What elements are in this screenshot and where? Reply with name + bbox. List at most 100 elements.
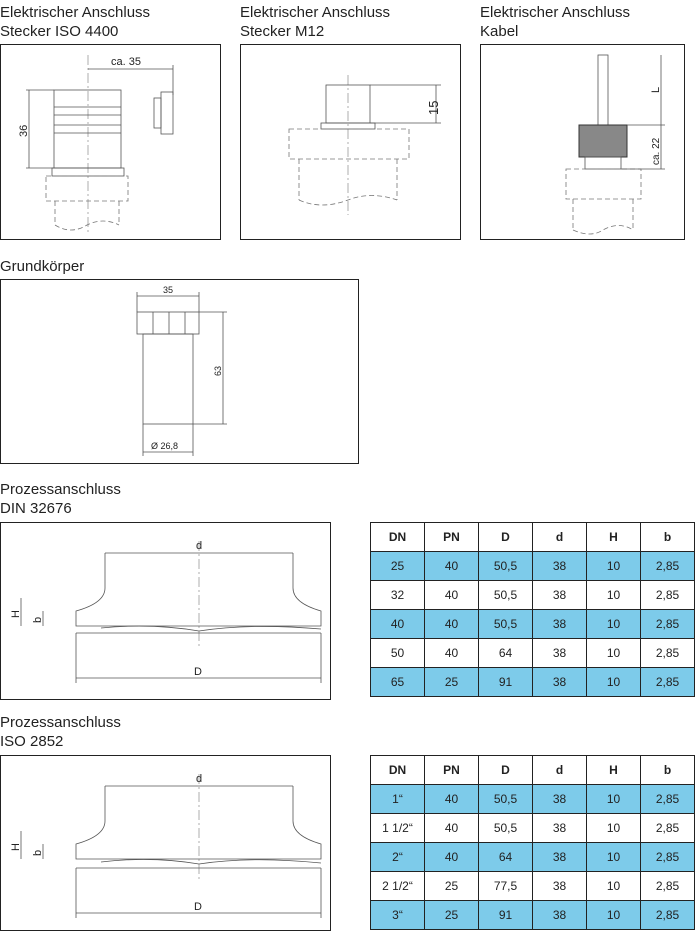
drawing-body: 35 63 Ø 26,8: [0, 279, 359, 464]
dim-diameter-label: Ø 26,8: [151, 441, 178, 451]
table-cell: 64: [478, 638, 533, 668]
table-cell: 40: [424, 842, 479, 872]
table-cell: 2,85: [640, 551, 695, 581]
column-header: d: [532, 522, 587, 552]
table-cell: 10: [586, 871, 641, 901]
table-cell: 2,85: [640, 784, 695, 814]
table-cell: 2 1/2“: [370, 871, 425, 901]
table-cell: 40: [424, 813, 479, 843]
dim-length-label: L: [650, 87, 662, 93]
table-cell: 40: [424, 551, 479, 581]
table-cell: 2,85: [640, 842, 695, 872]
dim-b-label: b: [32, 617, 44, 623]
table-cell: 2,85: [640, 900, 695, 930]
drawing-m12: 15: [240, 44, 461, 240]
table-cell: 50,5: [478, 609, 533, 639]
dim-H-label: H: [10, 843, 22, 851]
table-cell: 10: [586, 551, 641, 581]
title-line: DIN 32676: [0, 500, 72, 517]
dim-d-label: d: [196, 540, 202, 552]
column-header: PN: [424, 755, 479, 785]
table-cell: 10: [586, 667, 641, 697]
dim-width-label: ca. 35: [111, 56, 141, 68]
table-cell: 10: [586, 842, 641, 872]
table-cell: 50,5: [478, 784, 533, 814]
table-cell: 10: [586, 784, 641, 814]
table-cell: 10: [586, 813, 641, 843]
table-cell: 77,5: [478, 871, 533, 901]
drawing-cable: L ca. 22: [480, 44, 685, 240]
column-header: DN: [370, 755, 425, 785]
table-cell: 2,85: [640, 580, 695, 610]
table-cell: 1“: [370, 784, 425, 814]
dim-D-label: D: [194, 666, 202, 678]
column-header: b: [640, 522, 695, 552]
table-cell: 91: [478, 900, 533, 930]
column-header: b: [640, 755, 695, 785]
table-cell: 64: [478, 842, 533, 872]
table-cell: 38: [532, 871, 587, 901]
table-cell: 38: [532, 551, 587, 581]
dim-H-label: H: [10, 610, 22, 618]
title-line: Elektrischer Anschluss: [480, 4, 631, 21]
body-title: Grundkörper: [0, 258, 85, 275]
table-cell: 91: [478, 667, 533, 697]
table-cell: 32: [370, 580, 425, 610]
table-cell: 2“: [370, 842, 425, 872]
table-cell: 25: [424, 667, 479, 697]
table-cell: 40: [424, 580, 479, 610]
table-cell: 38: [532, 667, 587, 697]
drawing-din-flange: d D H b: [0, 522, 331, 700]
table-cell: 2,85: [640, 813, 695, 843]
column-header: d: [532, 755, 587, 785]
dim-b-label: b: [32, 850, 44, 856]
title-line: Stecker ISO 4400: [0, 23, 119, 40]
dim-height-label: ca. 22: [651, 137, 662, 165]
table-cell: 2,85: [640, 609, 695, 639]
table-cell: 3“: [370, 900, 425, 930]
table-cell: 10: [586, 580, 641, 610]
table-cell: 38: [532, 813, 587, 843]
column-header: H: [586, 755, 641, 785]
title-line: ISO 2852: [0, 733, 64, 750]
column-header: D: [478, 755, 533, 785]
title-line: Kabel: [480, 23, 519, 40]
table-cell: 25: [424, 900, 479, 930]
title-line: Prozessanschluss: [0, 714, 121, 731]
title-line: Prozessanschluss: [0, 481, 121, 498]
dim-D-label: D: [194, 901, 202, 913]
dim-height-label: 15: [426, 101, 441, 115]
table-cell: 40: [424, 638, 479, 668]
table-cell: 65: [370, 667, 425, 697]
column-header: DN: [370, 522, 425, 552]
table-cell: 10: [586, 900, 641, 930]
column-header: H: [586, 522, 641, 552]
table-cell: 50,5: [478, 813, 533, 843]
column-header: D: [478, 522, 533, 552]
column-header: PN: [424, 522, 479, 552]
table-cell: 25: [370, 551, 425, 581]
table-cell: 40: [370, 609, 425, 639]
table-cell: 40: [424, 784, 479, 814]
table-cell: 50,5: [478, 551, 533, 581]
table-cell: 1 1/2“: [370, 813, 425, 843]
table-cell: 38: [532, 638, 587, 668]
